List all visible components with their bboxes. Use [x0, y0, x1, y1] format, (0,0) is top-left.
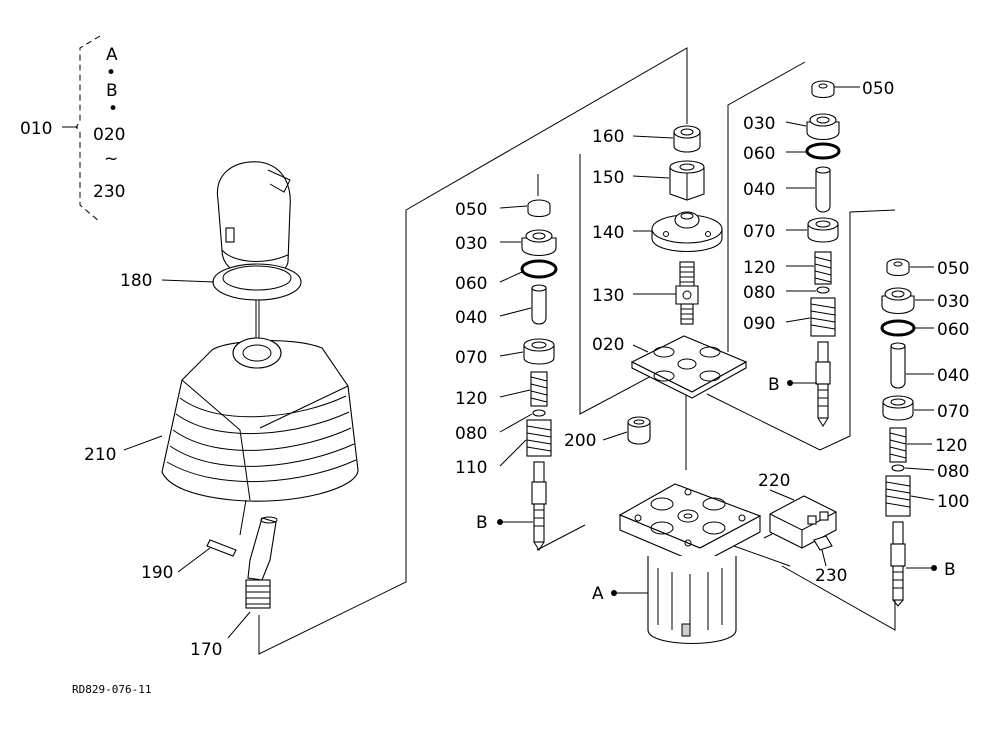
assembly-item-1: A	[106, 45, 118, 65]
valve-column-left	[520, 199, 558, 551]
label-050-left: 050	[455, 200, 487, 220]
grip-button	[225, 227, 235, 243]
label-080-right: 080	[937, 462, 969, 482]
label-100-right: 100	[937, 492, 969, 512]
assembly-item-3: B	[106, 81, 118, 101]
label-b-upper: B	[768, 375, 780, 395]
grip-collar	[212, 263, 302, 301]
washer-080-right	[891, 464, 905, 472]
label-040-right: 040	[937, 366, 969, 386]
label-080-left: 080	[455, 424, 487, 444]
label-090-upper: 090	[743, 314, 775, 334]
label-040-upper: 040	[743, 180, 775, 200]
center-stack	[627, 125, 748, 445]
assembly-item-2: •	[106, 63, 116, 83]
marker-dot-b-left	[497, 519, 503, 525]
assembly-item-7: 230	[93, 182, 125, 202]
spool-upper-top	[817, 341, 829, 363]
label-030-left: 030	[455, 234, 487, 254]
label-150: 150	[592, 168, 624, 188]
plate-020	[630, 335, 748, 393]
lever-170	[247, 517, 277, 581]
assembly-item-5: 020	[93, 125, 125, 145]
plug-030-upper	[806, 121, 840, 141]
spool-upper	[817, 383, 829, 419]
valve-column-right	[880, 258, 916, 607]
spool-right	[892, 565, 904, 601]
washer-080-upper	[816, 286, 830, 294]
label-040-left: 040	[455, 308, 487, 328]
label-a: A	[592, 584, 604, 604]
assembly-group-010: 010 A • B • 020 ~ 230	[20, 35, 125, 223]
label-140: 140	[592, 223, 624, 243]
oring-060-upper	[805, 142, 841, 160]
label-060-right: 060	[937, 320, 969, 340]
oring-060-left	[520, 259, 558, 279]
label-050-right: 050	[937, 259, 969, 279]
marker-dot-b-upper	[787, 380, 793, 386]
label-080-upper: 080	[743, 283, 775, 303]
label-180: 180	[120, 271, 152, 291]
label-120-left: 120	[455, 389, 487, 409]
drawing-code: RD829-076-11	[72, 683, 151, 696]
label-120-right: 120	[935, 436, 967, 456]
label-160: 160	[592, 127, 624, 147]
pusher-040-right	[890, 345, 906, 389]
plug-030-right	[881, 295, 915, 315]
label-050-upper: 050	[862, 79, 894, 99]
spring-120-upper	[814, 251, 832, 285]
connector-body	[769, 495, 837, 549]
pusher-040-upper	[815, 169, 831, 213]
label-070-upper: 070	[743, 222, 775, 242]
spring-100-right	[885, 475, 911, 517]
label-220: 220	[758, 471, 790, 491]
grip-180	[216, 161, 291, 278]
label-170: 170	[190, 640, 222, 660]
pusher-040-left	[531, 287, 547, 325]
body-cylinder	[647, 556, 737, 645]
washer-080-left	[532, 409, 546, 417]
label-190: 190	[141, 563, 173, 583]
label-070-right: 070	[937, 402, 969, 422]
label-070-left: 070	[455, 348, 487, 368]
valve-column-upper-right	[805, 80, 841, 427]
label-b-left: B	[476, 513, 488, 533]
label-030-upper: 030	[743, 114, 775, 134]
assembly-item-6: ~	[104, 149, 118, 169]
label-230: 230	[815, 566, 847, 586]
body-a	[618, 483, 762, 645]
label-b-right: B	[944, 560, 956, 580]
spring-090-upper	[810, 297, 836, 337]
bushing-200	[627, 421, 651, 445]
oring-060-right	[880, 319, 916, 337]
assembly-item-4: •	[108, 99, 118, 119]
label-200: 200	[564, 431, 596, 451]
connector-220	[763, 495, 837, 549]
marker-dot-a	[611, 590, 617, 596]
plug-230	[813, 535, 833, 551]
label-060-upper: 060	[743, 144, 775, 164]
plane-line-outer	[258, 47, 688, 655]
plug-030-left	[521, 237, 557, 257]
label-120-upper: 120	[743, 258, 775, 278]
label-060-left: 060	[455, 274, 487, 294]
label-130: 130	[592, 286, 624, 306]
spool-left-top	[533, 461, 545, 483]
spring-170	[245, 579, 271, 609]
label-210: 210	[84, 445, 116, 465]
assembly-number: 010	[20, 119, 52, 139]
label-030-right: 030	[937, 292, 969, 312]
spool-right-top	[892, 521, 904, 545]
label-110-left: 110	[455, 458, 487, 478]
lever-assembly	[161, 161, 359, 609]
marker-dot-b-right	[931, 565, 937, 571]
pin-190	[206, 539, 237, 557]
spool-left	[533, 503, 545, 543]
label-020: 020	[592, 335, 624, 355]
